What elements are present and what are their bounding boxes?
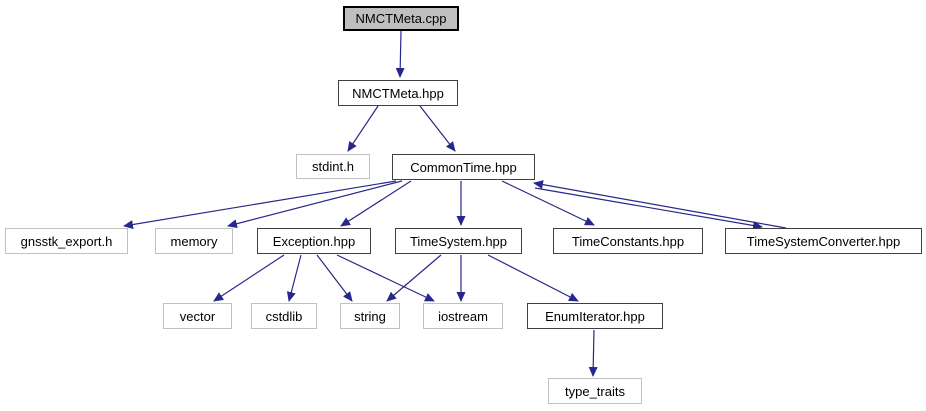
node-stdint-h: stdint.h (296, 154, 370, 179)
edge-exception-hpp-to-cstdlib (286, 254, 302, 302)
edge-nmctmeta-hpp-to-commontime-hpp (419, 105, 456, 152)
edge-commontime-hpp-to-timesystemconverter-hpp (534, 187, 763, 230)
node-nmctmeta-cpp: NMCTMeta.cpp (343, 6, 459, 31)
node-exception-hpp[interactable]: Exception.hpp (257, 228, 371, 254)
edge-timesystem-hpp-to-string (386, 254, 442, 302)
node-string: string (340, 303, 400, 329)
edge-commontime-hpp-to-exception-hpp (340, 180, 412, 227)
node-vector: vector (163, 303, 232, 329)
edge-exception-hpp-to-iostream (336, 254, 435, 302)
node-timesystem-hpp[interactable]: TimeSystem.hpp (395, 228, 522, 254)
edge-nmctmeta-cpp-to-nmctmeta-hpp (395, 30, 405, 78)
edge-enumiterator-hpp-to-type-traits (588, 329, 598, 377)
node-timeconstants-hpp[interactable]: TimeConstants.hpp (553, 228, 703, 254)
edge-timesystemconverter-hpp-to-commontime-hpp (533, 180, 787, 229)
node-gnsstk-export-h: gnsstk_export.h (5, 228, 128, 254)
node-nmctmeta-hpp[interactable]: NMCTMeta.hpp (338, 80, 458, 106)
node-iostream: iostream (423, 303, 503, 329)
edge-timesystem-hpp-to-enumiterator-hpp (487, 254, 579, 302)
edge-nmctmeta-hpp-to-stdint-h (347, 105, 379, 152)
edge-commontime-hpp-to-gnsstk-export-h (123, 180, 397, 229)
edge-commontime-hpp-to-memory (227, 180, 403, 229)
node-cstdlib: cstdlib (251, 303, 317, 329)
node-timesystemconverter-hpp[interactable]: TimeSystemConverter.hpp (725, 228, 922, 254)
node-memory: memory (155, 228, 233, 254)
edge-commontime-hpp-to-timeconstants-hpp (501, 180, 595, 226)
edge-exception-hpp-to-vector (213, 254, 285, 302)
edge-exception-hpp-to-string (316, 254, 353, 302)
node-enumiterator-hpp[interactable]: EnumIterator.hpp (527, 303, 663, 329)
node-commontime-hpp[interactable]: CommonTime.hpp (392, 154, 535, 180)
node-type-traits: type_traits (548, 378, 642, 404)
